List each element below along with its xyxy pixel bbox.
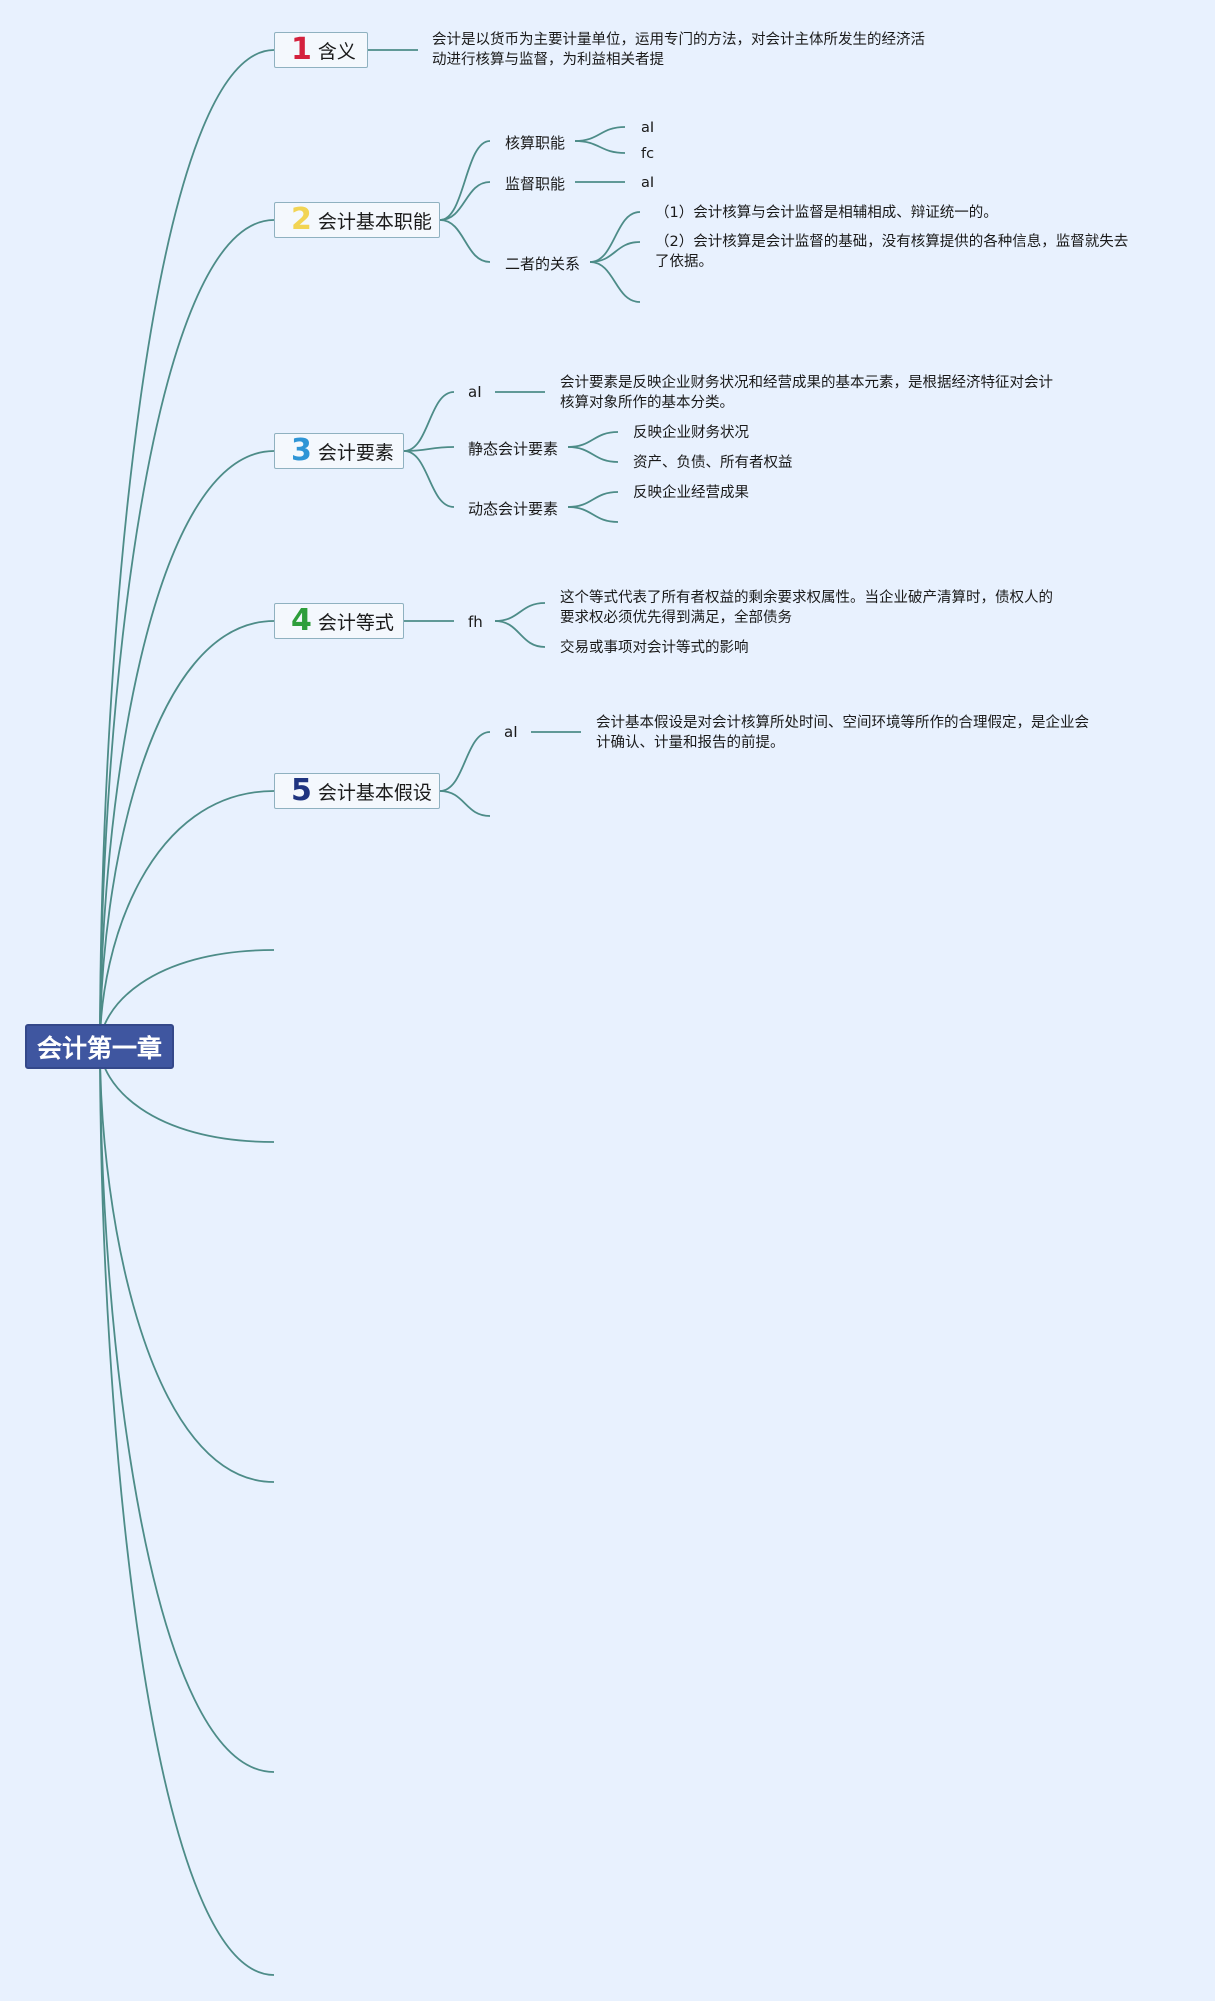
branch-line [567,506,619,523]
root-branch-line [99,1045,275,1976]
branch-line [589,261,641,303]
branch-line [439,140,491,221]
topic-number-1: 1 [291,32,312,67]
leaf-relationship-2: （2）会计核算是会计监督的基础，没有核算提供的各种信息，监督就失去了依据。 [655,234,1129,270]
subtopic-relationship[interactable]: 二者的关系 [505,255,581,273]
branch-line [439,790,491,817]
root-branch-line [99,450,275,1047]
branch-line [494,620,546,648]
branch-line [403,391,455,452]
topic-2[interactable]: 2 会计基本职能 [274,202,440,238]
topic-label-5: 会计基本假设 [317,781,432,804]
root-branch-line [99,620,275,1047]
leaf-transaction-impact: 交易或事项对会计等式的影响 [560,640,749,656]
branch-line [567,431,619,448]
leaf-ai: aI [641,175,655,191]
root-branch-line [99,1045,275,1483]
leaf-elements-definition: 会计要素是反映企业财务状况和经营成果的基本元素，是根据经济特征对会计核算对象所作… [560,375,1053,411]
topic-number-5: 5 [291,773,312,808]
branch-line [574,126,626,142]
branch-line [439,181,491,221]
leaf-definition: 会计是以货币为主要计量单位，运用专门的方法，对会计主体所发生的经济活动进行核算与… [432,32,925,68]
branch-line [439,731,491,792]
subtopic-supervision-function[interactable]: 监督职能 [505,175,566,193]
leaf-assumptions-definition: 会计基本假设是对会计核算所处时间、空间环境等所作的合理假定，是企业会计确认、计量… [596,715,1089,751]
root-branch-line [99,1045,275,1773]
root-branch-line [99,219,275,1047]
branch-line [567,446,619,463]
topic-number-4: 4 [291,603,312,638]
topic-4[interactable]: 4 会计等式 [274,603,404,639]
leaf-fc: fc [641,146,655,162]
topic-number-2: 2 [291,202,312,237]
topic-3[interactable]: 3 会计要素 [274,433,404,469]
branch-line [439,219,491,263]
leaf-residual-claim: 这个等式代表了所有者权益的剩余要求权属性。当企业破产清算时，债权人的要求权必须优… [560,590,1053,626]
topic-5[interactable]: 5 会计基本假设 [274,773,440,809]
subtopic-accounting-function[interactable]: 核算职能 [505,134,566,152]
topic-1[interactable]: 1 含义 [274,32,368,68]
leaf-relationship-1: （1）会计核算与会计监督是相辅相成、辩证统一的。 [655,205,998,221]
branch-line [403,446,455,452]
root-node[interactable]: 会计第一章 [25,1024,174,1069]
subtopic-ai[interactable]: aI [468,383,482,401]
subtopic-static-elements[interactable]: 静态会计要素 [468,440,559,458]
topic-label-1: 含义 [317,40,356,63]
branch-line [567,491,619,508]
leaf-ai: aI [641,120,655,136]
root-branch-line [99,790,275,1047]
leaf-operating-results: 反映企业经营成果 [633,485,749,501]
topic-number-3: 3 [291,433,312,468]
branch-line [574,140,626,154]
branch-line [589,211,641,263]
topic-label-2: 会计基本职能 [317,210,432,233]
subtopic-ai[interactable]: aI [504,723,518,741]
branch-line [403,450,455,508]
topic-label-3: 会计要素 [317,441,394,464]
leaf-financial-position: 反映企业财务状况 [633,425,749,441]
subtopic-dynamic-elements[interactable]: 动态会计要素 [468,500,559,518]
branch-line [494,602,546,622]
leaf-assets-liabilities-equity: 资产、负债、所有者权益 [633,455,793,471]
subtopic-fh[interactable]: fh [468,613,483,631]
topic-label-4: 会计等式 [317,611,394,634]
root-branch-line [99,49,275,1047]
branch-line [589,241,641,263]
